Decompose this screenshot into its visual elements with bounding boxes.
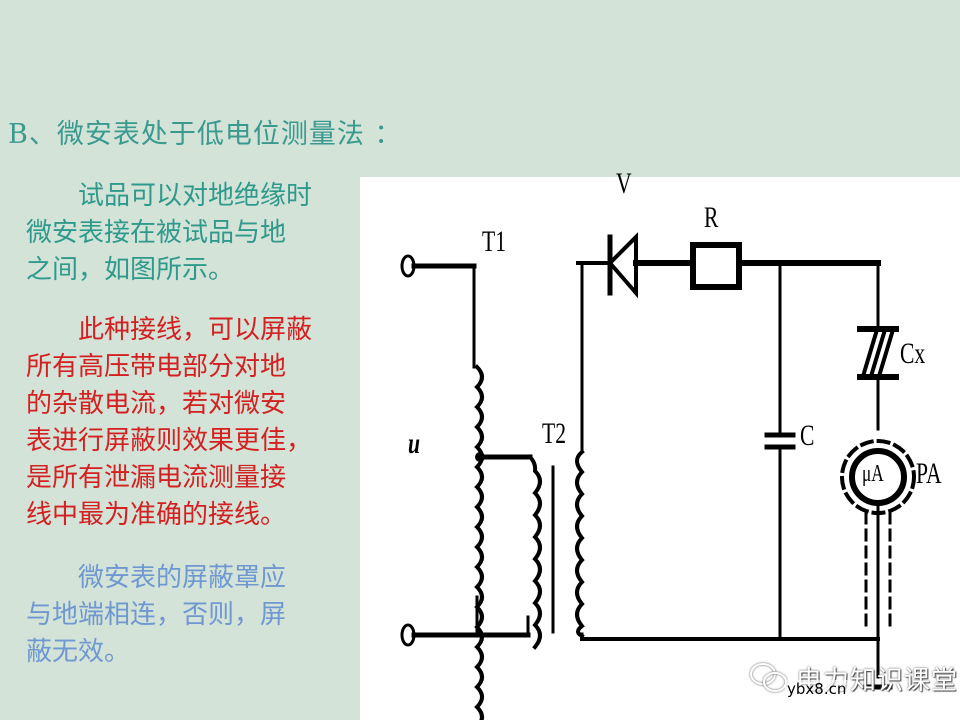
label-t2: T2 xyxy=(542,417,566,450)
text-line: 微安表的屏蔽罩应 xyxy=(26,563,287,593)
label-u: u xyxy=(408,427,421,460)
text-line: 表进行屏蔽则效果更佳， xyxy=(26,426,313,456)
text-line: 蔽无效。 xyxy=(26,637,131,667)
label-pa: PA xyxy=(916,457,942,490)
text-line: 试品可以对地绝缘时 xyxy=(26,181,313,211)
label-c: C xyxy=(800,419,815,452)
slide-title: B、微安表处于低电位测量法 ： xyxy=(8,119,403,150)
paragraph-shielding: 此种接线，可以屏蔽 所有高压带电部分对地 的杂散电流，若对微安 表进行屏蔽则效果… xyxy=(26,312,312,534)
label-t1: T1 xyxy=(482,225,506,258)
text-line: 此种接线，可以屏蔽 xyxy=(26,315,313,345)
text-line: 之间，如图所示。 xyxy=(26,255,235,285)
circuit-wiring xyxy=(400,232,916,720)
label-v: V xyxy=(616,167,632,200)
text-line: 微安表接在被试品与地 xyxy=(26,218,287,248)
text-line: 线中最为准确的接线。 xyxy=(26,500,287,530)
wechat-icon xyxy=(750,663,787,692)
text-line: 的杂散电流，若对微安 xyxy=(26,389,287,419)
label-r: R xyxy=(704,201,719,234)
paragraph-insulation: 试品可以对地绝缘时 微安表接在被试品与地 之间，如图所示。 xyxy=(26,178,312,289)
text-line: 是所有泄漏电流测量接 xyxy=(26,463,287,493)
watermark: 电力知识课堂 xyxy=(748,656,958,700)
watermark-url: ybx8.cn xyxy=(785,680,849,698)
text-line: 与地端相连，否则，屏 xyxy=(26,600,287,630)
label-microampere: μA xyxy=(862,461,884,487)
circuit-diagram: T1 T2 V R Cx C PA μA u xyxy=(360,167,960,720)
label-cx: Cx xyxy=(900,337,926,370)
text-line: 所有高压带电部分对地 xyxy=(26,352,287,382)
paragraph-shield-ground: 微安表的屏蔽罩应 与地端相连，否则，屏 蔽无效。 xyxy=(26,560,286,671)
